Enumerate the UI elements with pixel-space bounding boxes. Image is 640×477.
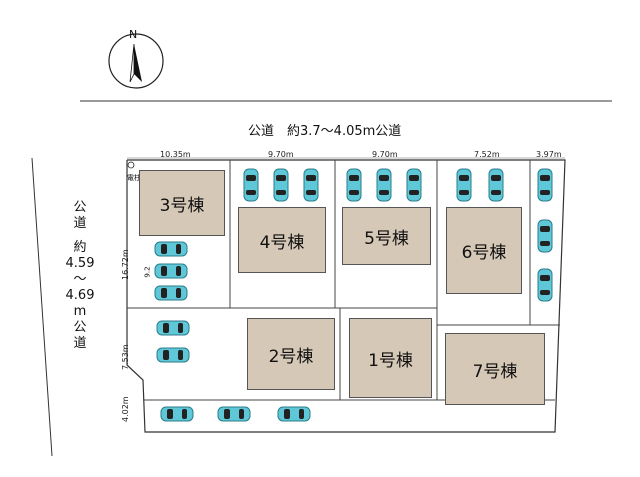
car-icon [303,168,319,202]
car-icon [346,168,362,202]
frontage-dim-5: 3.97m [536,150,562,159]
frontage-dim-4: 7.52m [474,150,500,159]
car-icon [376,168,392,202]
compass [108,33,164,89]
car-icon [537,168,553,202]
car-icon [406,168,422,202]
compass-circle-icon [108,33,164,89]
car-icon [243,168,259,202]
car-icon [217,406,251,422]
building-2: 2号棟 [247,318,335,390]
car-icon [277,406,311,422]
car-icon [488,168,504,202]
left-road-edge [31,157,53,457]
frontage-dim-2: 9.70m [268,150,294,159]
building-6: 6号棟 [446,207,522,294]
car-icon [156,347,190,363]
car-icon [273,168,289,202]
pole-label: 電柱 [127,174,141,182]
car-icon [537,268,553,302]
car-icon [156,320,190,336]
frontage-dim-1: 10.35m [160,150,191,159]
north-arrow-icon [134,44,142,82]
building-7: 7号棟 [445,333,545,405]
car-icon [154,263,188,279]
utility-pole-icon [127,161,135,169]
compass-label: N [129,28,138,41]
car-icon [456,168,472,202]
building-3: 3号棟 [139,170,225,236]
car-icon [154,241,188,257]
building-4: 4号棟 [238,207,326,273]
car-icon [537,219,553,253]
building-5: 5号棟 [342,207,431,265]
site-outline [126,159,566,433]
left-road-label: 公 道 約 4.59 〜 4.69 m 公 道 [65,200,95,351]
car-icon [160,406,194,422]
building-1: 1号棟 [349,318,432,398]
frontage-dim-3: 9.70m [372,150,398,159]
car-icon [154,285,188,301]
top-road-label: 公道 約3.7〜4.05m公道 [248,124,402,139]
